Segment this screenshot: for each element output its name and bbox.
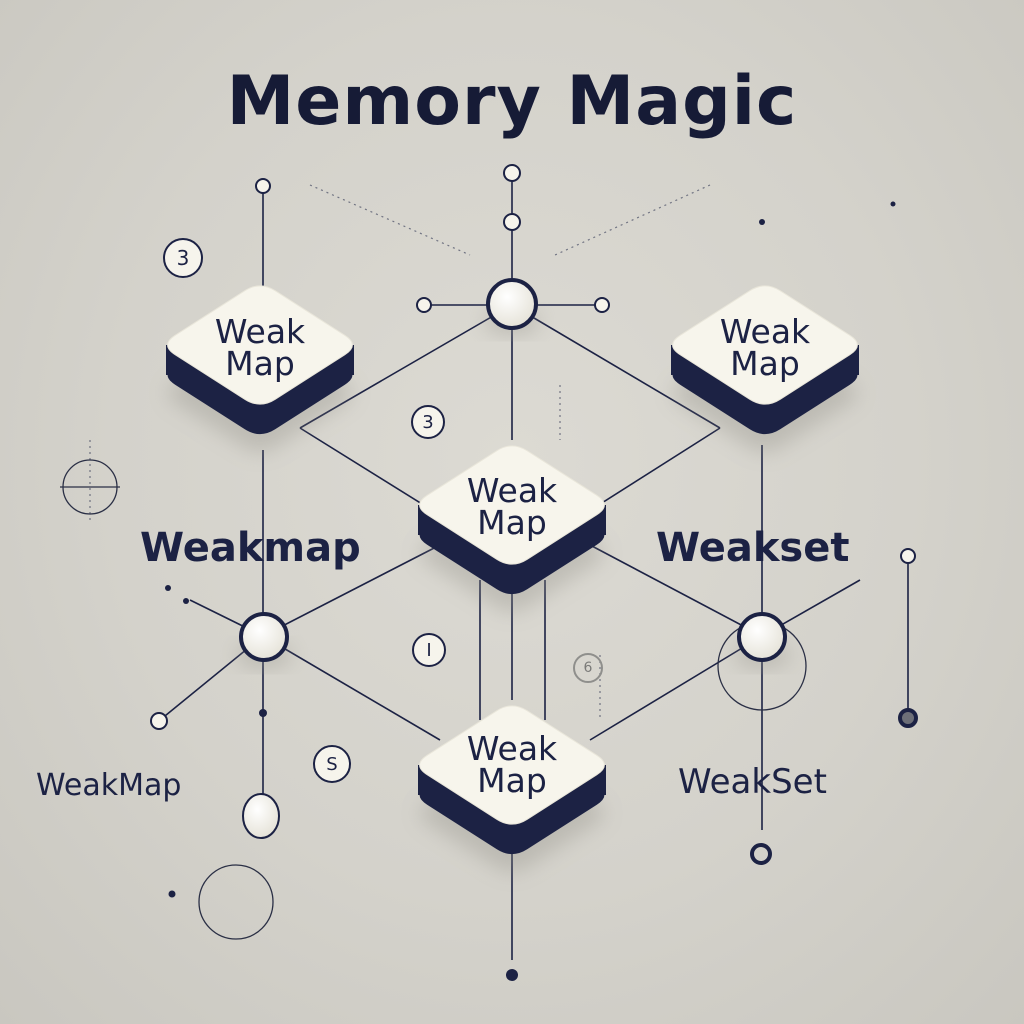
node-line2: Map	[477, 503, 547, 542]
orb-top	[486, 278, 538, 330]
node-line1: Weak	[719, 312, 811, 351]
node-face	[419, 445, 605, 565]
node-line1: Weak	[214, 312, 306, 351]
badge-lower-middle: I	[412, 633, 446, 667]
node-face	[167, 285, 353, 405]
page-title: Memory Magic	[226, 62, 798, 141]
node-label-top-left: Weak Map	[160, 312, 360, 383]
label-weakmap-small: WeakMap	[36, 768, 182, 803]
label-weakmap-bold: Weakmap	[140, 525, 361, 571]
node-line2: Map	[225, 344, 295, 383]
connector-lines	[159, 175, 909, 960]
node-top-right	[671, 285, 859, 453]
small-node-dots	[150, 164, 916, 730]
badge-top-left: 3	[163, 238, 203, 278]
faint-dashed-lines	[89, 184, 711, 720]
node-top-left	[166, 285, 354, 453]
orb-right	[737, 612, 787, 662]
node-line1: Weak	[466, 729, 558, 768]
solid-dots	[165, 201, 896, 981]
node-line2: Map	[477, 761, 547, 800]
ring-dots	[750, 708, 918, 865]
badge-lower-right: 6	[573, 653, 603, 683]
node-line1: Weak	[466, 471, 558, 510]
orb-nodes	[236, 278, 790, 667]
node-face	[419, 705, 605, 825]
badge-lower-left: S	[313, 745, 351, 783]
node-label-top-right: Weak Map	[665, 312, 865, 383]
node-line2: Map	[730, 344, 800, 383]
node-bottom	[418, 705, 606, 873]
node-face	[672, 285, 858, 405]
egg-node	[242, 793, 280, 839]
node-center	[418, 445, 606, 613]
diamond-nodes	[166, 285, 859, 873]
label-weakset-small: WeakSet	[678, 762, 827, 802]
node-label-bottom: Weak Map	[412, 729, 612, 800]
node-label-center: Weak Map	[412, 471, 612, 542]
label-weakset-bold: Weakset	[656, 525, 850, 571]
orb-left	[239, 612, 289, 662]
badge-middle: 3	[411, 405, 445, 439]
